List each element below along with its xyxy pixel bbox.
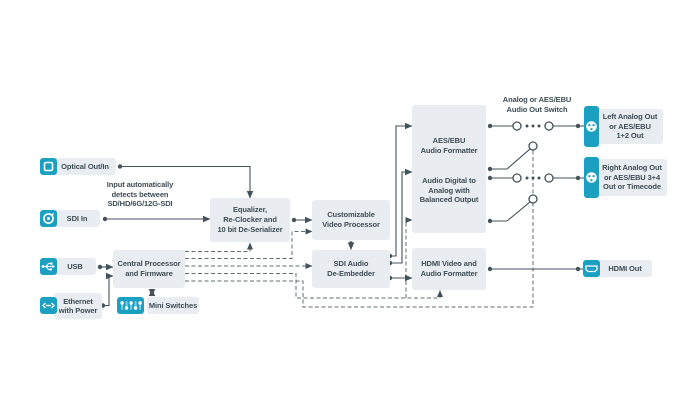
output-right-analog-label: Right Analog Out or AES/EBU 3+4 Out or T… — [597, 159, 667, 196]
xlr-icon — [584, 106, 599, 147]
audio-dac-label: Audio Digital to Analog with Balanced Ou… — [419, 176, 479, 204]
hdmi-icon — [583, 260, 600, 277]
central-processor-block: Central Processor and Firmware — [113, 250, 185, 288]
control-lines — [185, 150, 534, 308]
input-sdi-label: SDI In — [54, 210, 100, 227]
equalizer-block: Equalizer, Re-Clocker and 10 bit De-Seri… — [210, 198, 290, 242]
input-optical-label: Optical Out/In — [54, 158, 116, 175]
auto-detect-note: Input automatically detects between SD/H… — [106, 180, 174, 208]
sdi-audio-deembedder-block: SDI Audio De-Embedder — [312, 250, 390, 288]
aes-ebu-formatter-label: AES/EBU Audio Formatter — [420, 136, 478, 155]
audio-out-switch-label: Analog or AES/EBU Audio Out Switch — [502, 95, 572, 114]
output-left-analog-label: Left Analog Out or AES/EBU 1+2 Out — [597, 109, 663, 144]
xlr-icon — [584, 157, 599, 198]
input-ethernet-label: Ethernet with Power — [54, 293, 102, 319]
mini-switches-label: Mini Switches — [147, 297, 199, 314]
output-hdmi-label: HDMI Out — [598, 260, 652, 277]
ethernet-icon — [40, 297, 57, 314]
usb-icon — [40, 258, 57, 275]
dip-switches-icon — [117, 297, 144, 314]
signal-lines — [100, 122, 584, 307]
video-processor-block: Customizable Video Processor — [312, 200, 390, 240]
audio-formatter-block — [412, 105, 486, 233]
optical-icon — [40, 158, 57, 175]
input-usb-label: USB — [54, 258, 96, 275]
audio-out-switch-contacts — [512, 121, 554, 204]
bnc-icon — [40, 210, 57, 227]
hdmi-formatter-block: HDMI Video and Audio Formatter — [412, 248, 486, 290]
